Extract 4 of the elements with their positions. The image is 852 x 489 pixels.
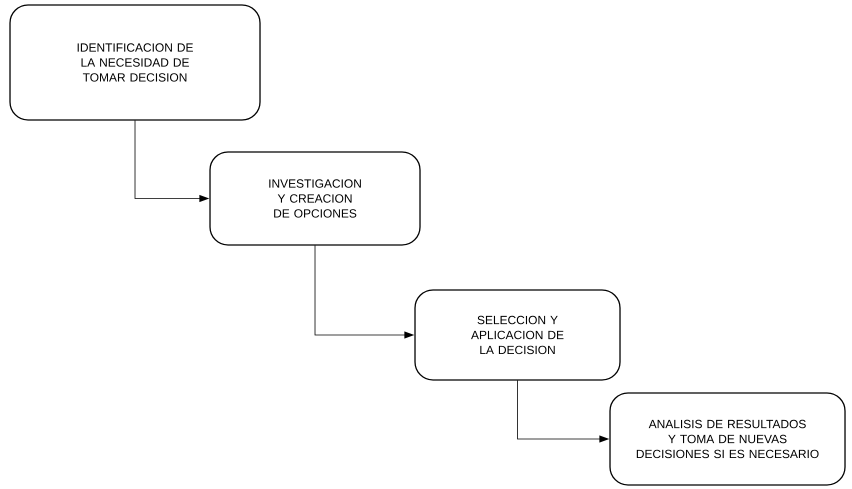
process-box: INVESTIGACION Y CREACION DE OPCIONES (209, 151, 421, 246)
process-box: IDENTIFICACION DE LA NECESIDAD DE TOMAR DECISION (9, 4, 261, 121)
process-box: SELECCION Y APLICACION DE LA DECISION (414, 289, 621, 381)
process-box: ANALISIS DE RESULTADOS Y TOMA DE NUEVAS DECISIONES SI ES NECESARIO (609, 392, 846, 486)
